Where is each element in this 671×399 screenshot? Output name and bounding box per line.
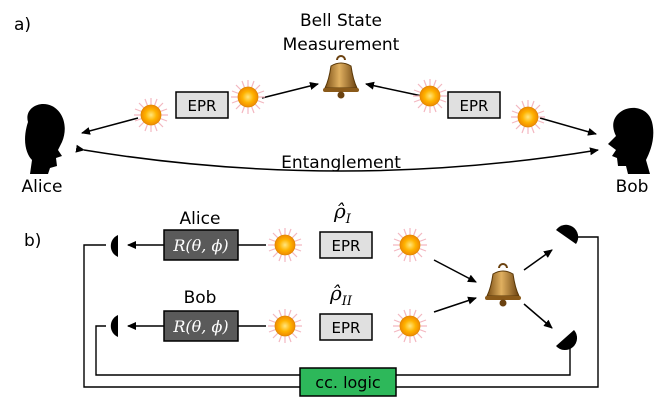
rotation-box-top [163,229,239,261]
bob-label-a: Bob [616,177,649,197]
epr-label-bottom: EPR [332,319,361,337]
detector-icon [556,224,579,244]
epr-label-left: EPR [188,97,217,115]
bsm-label-line1: Bell State [300,11,382,31]
bell-icon [322,55,360,100]
sun-icon [230,79,266,115]
arrow-bsm-to-detector-top [523,249,553,271]
arrow-to-bsm-left [261,82,319,99]
cc-logic-label: cc. logic [315,373,380,392]
epr-box-bottom [319,313,373,341]
epr-label-top: EPR [332,237,361,255]
bob-label-b: Bob [184,288,217,308]
epr-box-left [175,91,229,119]
bob-silhouette-icon [608,107,654,174]
sun-icon [392,227,428,263]
detector-icon [110,235,118,257]
sun-icon [392,308,428,344]
rotation-label-top: R(θ, ϕ) [172,236,228,255]
bell-icon [484,263,522,308]
panel-b-label: b) [24,231,41,251]
arrow-to-bsm-bottom [433,296,477,313]
sun-icon [267,227,303,263]
sun-icon [133,97,169,133]
rho-label-top: ρ̂I [333,199,352,227]
alice-label-b: Alice [180,209,221,229]
detector-icon [110,315,118,337]
detector-wire-bottom [396,341,571,376]
arrow-bsm-to-detector-bottom [523,303,553,329]
panel-a-label: a) [14,15,31,35]
detector-wire-top [396,236,599,388]
entanglement-arc [75,144,599,172]
feedback-wire-outer [83,244,300,388]
sun-icon [412,78,448,114]
arrow-to-bob [539,117,597,136]
arrow-to-bsm-right [365,81,423,97]
epr-label-right: EPR [460,97,489,115]
cc-logic-box [299,367,397,397]
sun-icon [267,308,303,344]
entanglement-label: Entanglement [281,153,401,173]
alice-silhouette-icon [25,103,65,174]
alice-label-a: Alice [22,177,63,197]
epr-box-top [319,231,373,259]
feedback-wire-inner [95,325,300,376]
arrow-to-alice [81,117,139,135]
rotation-label-bottom: R(θ, ϕ) [172,317,228,336]
detector-icon [556,330,578,351]
epr-box-right [447,91,501,119]
arrow-to-bsm-top [433,259,477,283]
rho-label-bottom: ρ̂II [329,281,353,309]
sun-icon [510,99,546,135]
bsm-label-line2: Measurement [283,35,400,55]
